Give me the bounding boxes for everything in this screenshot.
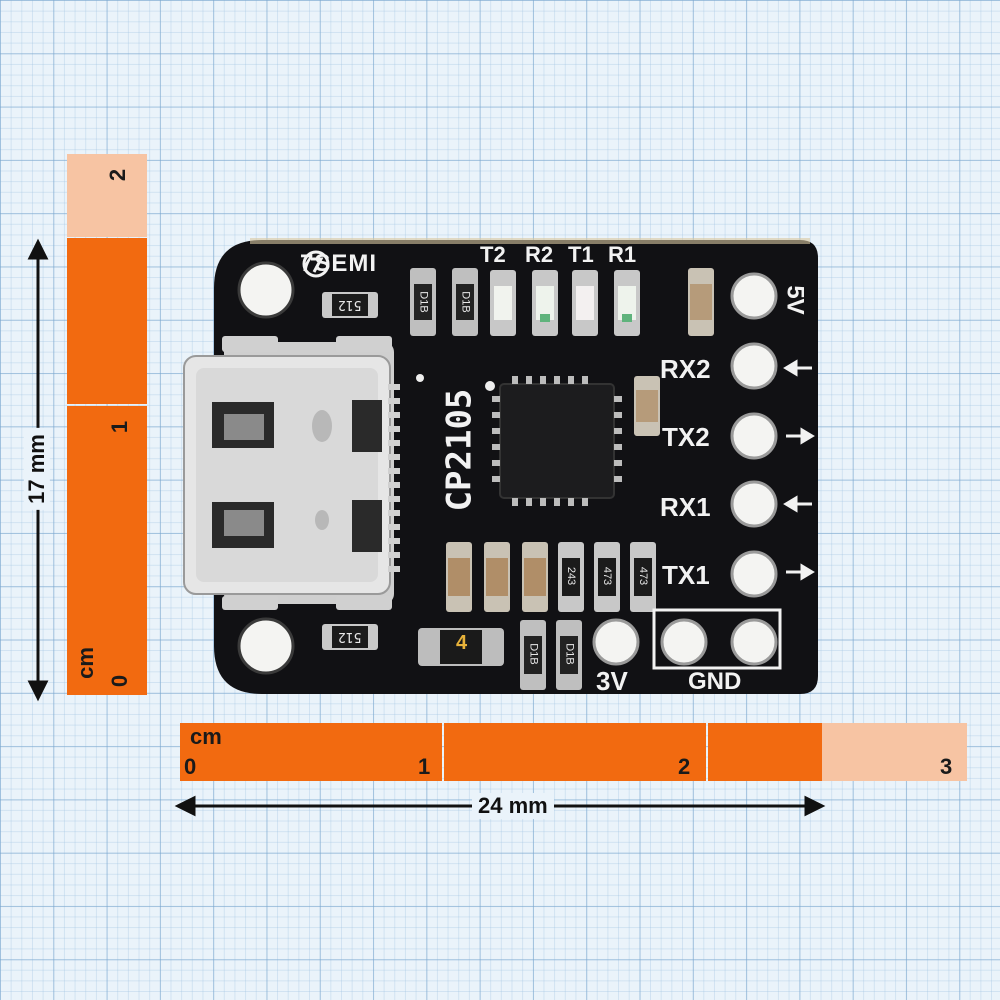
marking-diode-1: D1B xyxy=(417,291,430,313)
board-brand: 7SEMI xyxy=(300,250,378,277)
marking-diode-4: D1B xyxy=(563,643,576,665)
pin-label-tx2: TX2 xyxy=(662,422,710,452)
led-label-r2: R2 xyxy=(525,242,554,267)
horizontal-ruler-unit: cm xyxy=(190,724,222,749)
led-label-t2: T2 xyxy=(480,242,506,267)
led-label-r1: R1 xyxy=(608,242,637,267)
vertical-ruler-segment-0 xyxy=(67,406,147,695)
marking-diode-2: D1B xyxy=(459,291,472,313)
pin-label-gnd: GND xyxy=(688,668,742,695)
vertical-ruler-segment-light xyxy=(67,154,147,237)
horizontal-ruler-tick-3: 3 xyxy=(940,754,953,779)
bottom-smd-row xyxy=(418,542,656,690)
horizontal-ruler-segment-light xyxy=(822,723,967,781)
board-chip-name: CP2105 xyxy=(439,388,480,512)
horizontal-ruler-segment-2 xyxy=(708,723,822,781)
horizontal-ruler-tick-2: 2 xyxy=(678,754,691,779)
gnd-outline xyxy=(652,608,782,670)
marking-resistor-top: 512 xyxy=(338,297,362,312)
pin-label-rx2: RX2 xyxy=(660,354,711,384)
horizontal-ruler-tick-0: 0 xyxy=(184,754,197,779)
horizontal-ruler-segment-0 xyxy=(180,723,442,781)
marking-fuse: 4 xyxy=(456,632,468,654)
marking-diode-3: D1B xyxy=(527,643,540,665)
marking-resistor-bottom: 512 xyxy=(338,629,362,644)
pin-label-5v: 5V xyxy=(781,285,809,315)
top-smd-row xyxy=(322,268,714,650)
cp2105-chip xyxy=(492,376,622,506)
usb-c-connector xyxy=(183,342,394,604)
marking-res-473b: 473 xyxy=(637,566,650,586)
mounting-hole-bottom xyxy=(237,617,295,675)
pin-label-3v: 3V xyxy=(596,666,628,696)
led-label-t1: T1 xyxy=(568,242,594,267)
vertical-ruler-segment-1 xyxy=(67,238,147,404)
brand-logo-icon xyxy=(302,250,330,278)
pin-label-tx1: TX1 xyxy=(662,560,710,590)
marking-res-473a: 473 xyxy=(601,566,614,586)
mounting-hole-top xyxy=(237,261,295,319)
pin-label-rx1: RX1 xyxy=(660,492,711,522)
horizontal-dimension-label: 24 mm xyxy=(472,793,554,819)
header-pins xyxy=(592,272,778,666)
marking-res-243: 243 xyxy=(565,566,578,586)
horizontal-ruler-tick-1: 1 xyxy=(418,754,431,779)
horizontal-ruler-segment-1 xyxy=(444,723,706,781)
